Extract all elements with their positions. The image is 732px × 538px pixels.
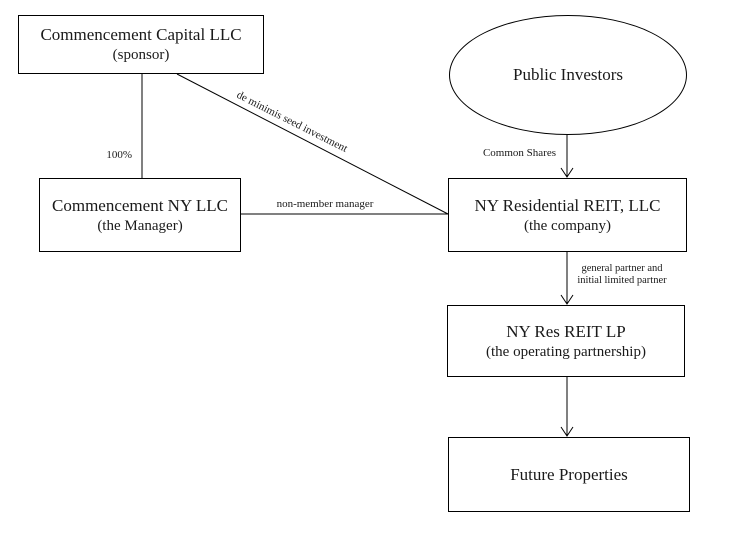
node-operating-partnership: NY Res REIT LP (the operating partnershi… bbox=[447, 305, 685, 377]
node-future-properties-name: Future Properties bbox=[510, 464, 628, 484]
node-manager-name: Commencement NY LLC bbox=[52, 195, 228, 215]
node-company-subtitle: (the company) bbox=[523, 217, 612, 234]
node-public-investors-name: Public Investors bbox=[512, 65, 624, 84]
edge-label-non-member-manager: non-member manager bbox=[276, 198, 374, 210]
edge-properties-arrowhead bbox=[560, 426, 574, 437]
node-sponsor-subtitle: (sponsor) bbox=[112, 47, 170, 63]
node-company-name: NY Residential REIT, LLC bbox=[474, 195, 661, 215]
node-operating-partnership-name: NY Res REIT LP bbox=[506, 321, 626, 341]
edge-label-ownership: 100% bbox=[106, 149, 132, 161]
node-public-investors: Public Investors bbox=[449, 15, 687, 135]
node-sponsor-name: Commencement Capital LLC bbox=[40, 25, 242, 44]
edge-seed-investment-line bbox=[176, 73, 449, 215]
node-manager-subtitle: (the Manager) bbox=[97, 217, 183, 234]
edge-label-general-partner-line2: initial limited partner bbox=[577, 275, 667, 286]
edge-label-common-shares: Common Shares bbox=[482, 147, 556, 159]
node-company: NY Residential REIT, LLC (the company) bbox=[448, 178, 687, 252]
node-manager: Commencement NY LLC (the Manager) bbox=[39, 178, 241, 252]
edge-common-shares-arrowhead bbox=[560, 167, 574, 178]
node-sponsor: Commencement Capital LLC (sponsor) bbox=[18, 15, 264, 74]
edge-label-general-partner: general partner and initial limited part… bbox=[570, 263, 674, 287]
edge-general-partner-arrowhead bbox=[560, 294, 574, 305]
node-operating-partnership-subtitle: (the operating partnership) bbox=[486, 343, 646, 360]
edge-label-general-partner-line1: general partner and bbox=[581, 263, 663, 274]
node-future-properties: Future Properties bbox=[448, 437, 690, 512]
